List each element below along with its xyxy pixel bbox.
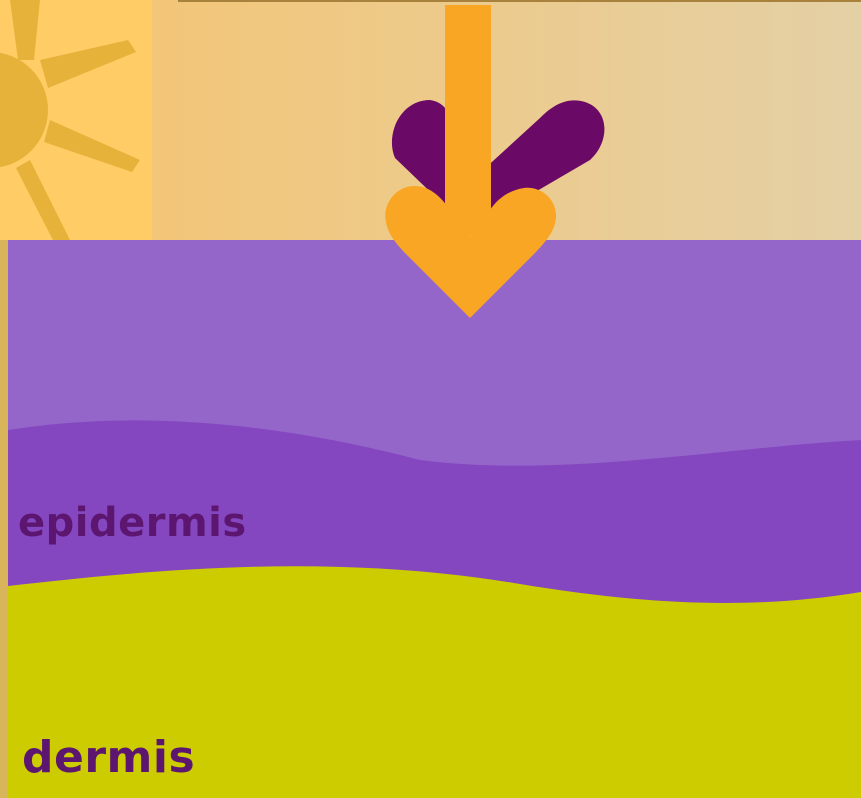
epidermis-label: epidermis — [18, 500, 247, 546]
dermis-label: dermis — [22, 732, 195, 783]
left-edge — [0, 240, 8, 798]
